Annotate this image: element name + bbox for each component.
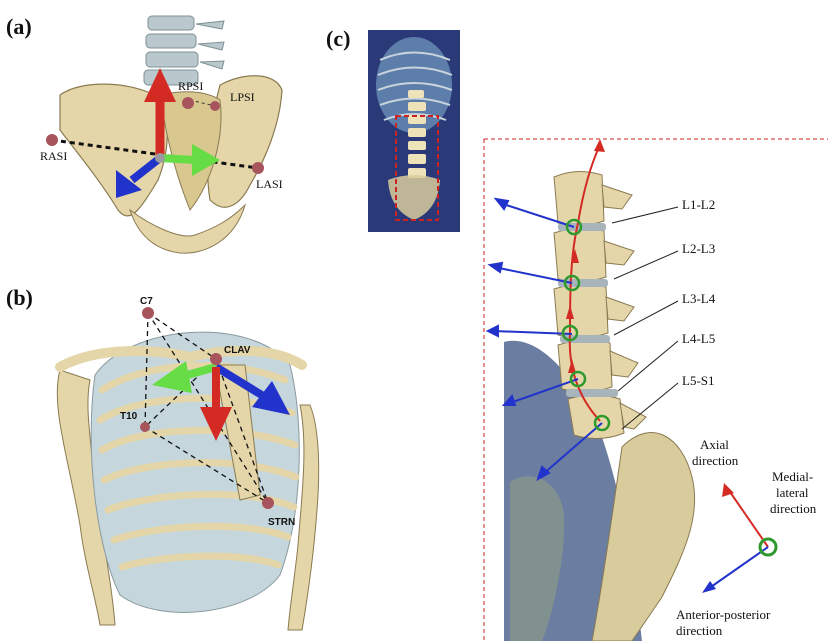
- panel-c-zoom: L1-L2 L2-L3 L3-L4 L4-L5 L5-S1 Axial dire…: [482, 137, 828, 641]
- lumbar-spine-a: [144, 16, 224, 85]
- level-label-l1-l2: L1-L2: [682, 197, 715, 212]
- lpsi-marker: [210, 101, 220, 111]
- rasi-label: RASI: [40, 149, 67, 163]
- t10-label: T10: [120, 411, 138, 422]
- panel-b-thorax: C7 CLAV T10 STRN: [40, 295, 340, 635]
- level-label-l4-l5: L4-L5: [682, 331, 715, 346]
- lasi-label: LASI: [256, 177, 283, 191]
- rpsi-marker: [182, 97, 194, 109]
- right-ilium: [60, 84, 167, 216]
- axial-direction-label: Axial direction: [692, 437, 739, 468]
- clav-marker: [210, 353, 222, 365]
- origin-marker-a: [155, 153, 165, 163]
- level-label-l2-l3: L2-L3: [682, 241, 715, 256]
- panel-b-label: (b): [6, 285, 33, 311]
- medial-lateral-direction-label: Medial- lateral direction: [770, 469, 817, 516]
- direction-legend: [702, 483, 776, 593]
- c7-marker: [142, 307, 154, 319]
- level-label-l3-l4: L3-L4: [682, 291, 716, 306]
- c7-label: C7: [140, 296, 153, 307]
- rasi-marker: [46, 134, 58, 146]
- panel-c-thumbnail: [368, 30, 460, 232]
- clav-label: CLAV: [224, 345, 251, 356]
- lpsi-label: LPSI: [230, 90, 255, 104]
- pubis: [130, 205, 245, 253]
- strn-label: STRN: [268, 517, 295, 528]
- level-label-l5-s1: L5-S1: [682, 373, 715, 388]
- panel-a-pelvis: RPSI LPSI RASI LASI: [20, 10, 330, 275]
- t10-marker: [140, 422, 150, 432]
- rpsi-label: RPSI: [178, 79, 203, 93]
- anterior-posterior-direction-label: Anterior-posterior direction: [676, 607, 774, 638]
- strn-marker: [262, 497, 274, 509]
- lasi-marker: [252, 162, 264, 174]
- axial-curve-head: [594, 139, 605, 152]
